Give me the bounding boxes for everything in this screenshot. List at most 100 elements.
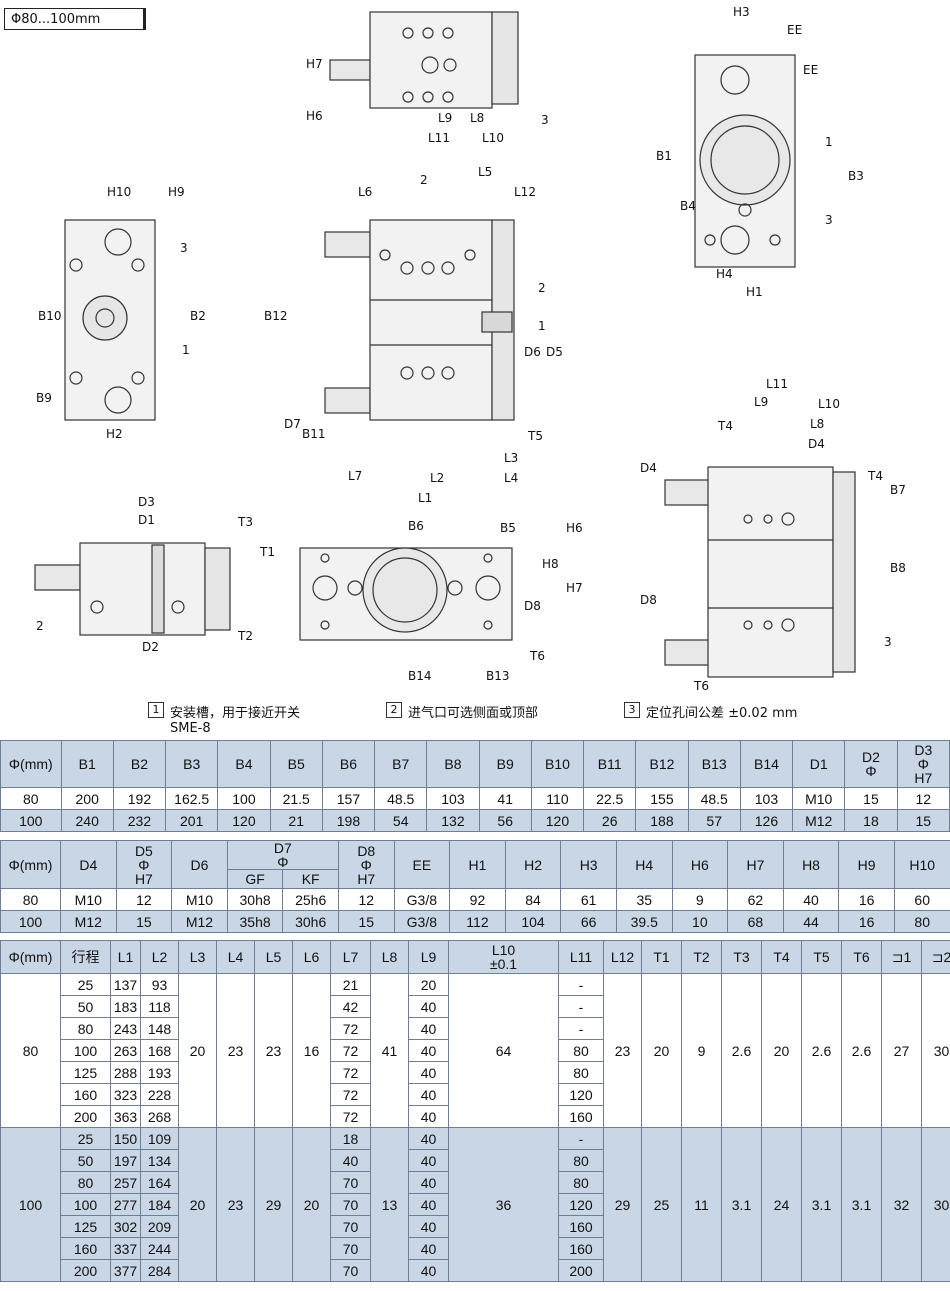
table-cell: 21	[269, 809, 323, 832]
dimension-label: H8	[542, 557, 559, 571]
legend-subtext: SME-8	[170, 721, 211, 736]
table-cell: 29	[254, 1127, 293, 1282]
table-cell: 112	[449, 910, 506, 933]
table-cell: 40	[408, 1127, 449, 1150]
dimension-label: T6	[529, 649, 545, 663]
table-cell: 160	[60, 1083, 111, 1106]
table-cell: 25	[60, 973, 111, 996]
table-cell: -	[558, 1127, 604, 1150]
dimension-label: L10	[818, 397, 840, 411]
table-cell: 72	[330, 1039, 371, 1062]
table-header-cell: H6	[671, 840, 729, 889]
table-cell: 103	[426, 787, 480, 810]
table-cell: 35h8	[226, 910, 284, 933]
table-header-cell: D6	[171, 840, 228, 889]
top-view-drawing	[329, 11, 519, 109]
table-cell: 93	[140, 973, 179, 996]
table-header-cell: KF	[282, 869, 339, 889]
table-cell: 30	[921, 973, 950, 1128]
table-cell: 104	[504, 910, 562, 933]
table-cell: 72	[330, 1105, 371, 1128]
table-cell: 160	[558, 1237, 604, 1260]
table-cell: 150	[110, 1127, 141, 1150]
dimension-label: L8	[810, 417, 824, 431]
table-cell: 27	[881, 973, 922, 1128]
table-header-cell: D4	[60, 840, 117, 889]
legend-text: 进气口可选侧面或顶部	[408, 706, 539, 721]
table-cell: 70	[330, 1237, 371, 1260]
table-cell: 11	[681, 1127, 722, 1282]
table-header-cell: B7	[374, 740, 428, 788]
table-cell: 20	[761, 973, 802, 1128]
table-header-cell: B9	[478, 740, 532, 788]
table-header-cell: L11	[558, 940, 604, 974]
legend-text: 安装槽，用于接近开关	[170, 706, 301, 721]
table-cell: 200	[60, 1105, 111, 1128]
table-cell: 80	[558, 1061, 604, 1084]
table-header-cell: B13	[687, 740, 741, 788]
dimension-label: B13	[486, 669, 510, 683]
table-cell: 72	[330, 1061, 371, 1084]
table-header-cell: T6	[841, 940, 882, 974]
dimension-label: B14	[408, 669, 432, 683]
table-cell: 268	[140, 1105, 179, 1128]
table-cell: 200	[60, 1259, 111, 1282]
table-cell: 16	[838, 910, 895, 933]
table-header-cell: T5	[801, 940, 842, 974]
table-cell: 36	[448, 1127, 559, 1282]
size-range-label: Φ80...100mm	[4, 8, 144, 30]
dimension-label: 1	[182, 343, 190, 357]
table-cell: 30h8	[226, 888, 284, 911]
table-cell: 23	[254, 973, 293, 1128]
dimension-label: L7	[348, 469, 362, 483]
table-header-cell: B1	[60, 740, 114, 788]
table-header-cell: EE	[393, 840, 451, 889]
table-cell: 16	[838, 888, 895, 911]
table-cell: 201	[165, 809, 219, 832]
table-header-cell: L2	[140, 940, 179, 974]
dimension-label: H7	[306, 57, 323, 71]
front-view-drawing	[324, 219, 515, 421]
dimension-label: H6	[566, 521, 583, 535]
table-cell: 200	[558, 1259, 604, 1282]
dimension-label: D4	[640, 461, 657, 475]
table-cell: 2.6	[721, 973, 762, 1128]
table-cell: 15	[115, 910, 173, 933]
table-cell: G3/8	[393, 888, 451, 911]
dimension-label: EE	[803, 63, 818, 77]
dimension-label: B7	[890, 483, 906, 497]
table-cell: 24	[761, 1127, 802, 1282]
table-header-cell: H3	[560, 840, 617, 889]
table-header-cell: 行程	[60, 940, 111, 974]
table-header-cell: B6	[321, 740, 376, 788]
table-cell: 120	[217, 809, 271, 832]
table-cell: 160	[558, 1105, 604, 1128]
table-cell: 160	[60, 1237, 111, 1260]
table-cell: 23	[603, 973, 642, 1128]
table-cell: 118	[140, 995, 179, 1018]
table-cell: 198	[321, 809, 376, 832]
dimension-label: B4	[680, 199, 696, 213]
table-cell: M12	[171, 910, 228, 933]
table-cell: 35	[615, 888, 673, 911]
table-header-cell: H7	[727, 840, 784, 889]
legend-number: 3	[624, 702, 640, 718]
table-cell: 40	[408, 1039, 449, 1062]
table-cell: 277	[110, 1193, 141, 1216]
legend-text: 定位孔间公差 ±0.02 mm	[646, 706, 798, 721]
table-cell: 40	[408, 1193, 449, 1216]
dimension-label: T5	[527, 429, 543, 443]
table-header-cell: L9	[408, 940, 449, 974]
dimension-label: H2	[106, 427, 123, 441]
table-cell: 25	[641, 1127, 682, 1282]
table-cell: 377	[110, 1259, 141, 1282]
table-cell: 80	[60, 1017, 111, 1040]
table-cell: 10	[671, 910, 729, 933]
table-cell: 228	[140, 1083, 179, 1106]
dimension-label: B6	[408, 519, 424, 533]
